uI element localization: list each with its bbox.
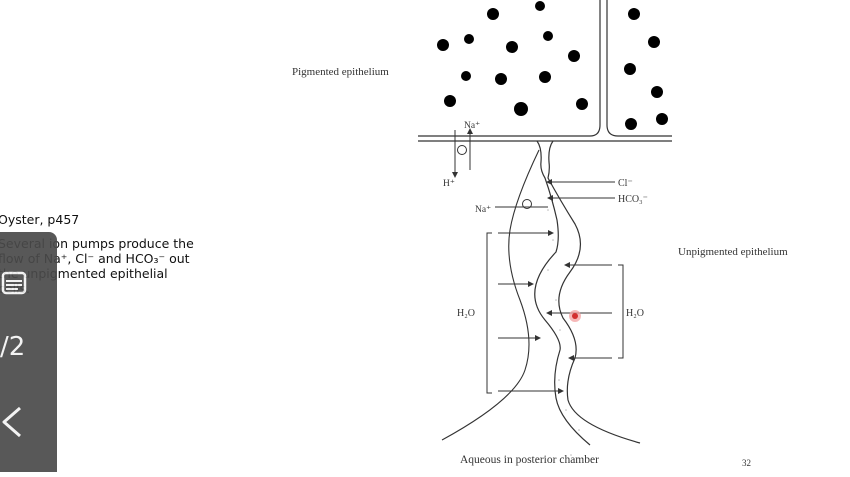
label-pigmented: Pigmented epithelium — [292, 66, 389, 78]
laser-pointer-icon — [572, 313, 578, 319]
citation: Oyster, p457 — [0, 212, 80, 227]
slide-counter: /2 — [0, 332, 26, 362]
pigmented-cell-boundary-right — [606, 0, 672, 137]
label-h2o-left: H₂O — [457, 308, 475, 319]
pigmented-cell-boundary — [418, 0, 601, 137]
left-bracket — [486, 232, 492, 394]
label-h-plus: H⁺ — [443, 179, 455, 189]
label-h2o-right: H₂O — [626, 308, 644, 319]
label-na-mid: Na⁺ — [475, 205, 491, 215]
h2o-left-arrows — [498, 232, 558, 392]
cleft-left-wall — [534, 140, 591, 446]
label-aqueous: Aqueous in posterior chamber — [460, 454, 599, 466]
player-control-panel: /2 — [0, 232, 57, 472]
h2o-right-arrows — [552, 264, 612, 359]
exchanger-circle — [457, 145, 467, 155]
melanin-granules — [437, 1, 668, 130]
prev-icon[interactable] — [0, 402, 26, 447]
cast-icon[interactable] — [0, 270, 30, 303]
cleft-right-wall — [547, 140, 641, 444]
fluid-dots — [547, 209, 580, 456]
label-na-top: Na⁺ — [464, 121, 480, 131]
unpigmented-cell-left-border — [441, 149, 540, 441]
label-unpigmented: Unpigmented epithelium — [678, 246, 788, 258]
page-number: 32 — [742, 458, 751, 468]
right-bracket — [618, 264, 624, 359]
label-cl: Cl⁻ — [618, 178, 633, 189]
na-pump-circle — [522, 199, 532, 209]
label-hco3: HCO₃⁻ — [618, 194, 648, 205]
